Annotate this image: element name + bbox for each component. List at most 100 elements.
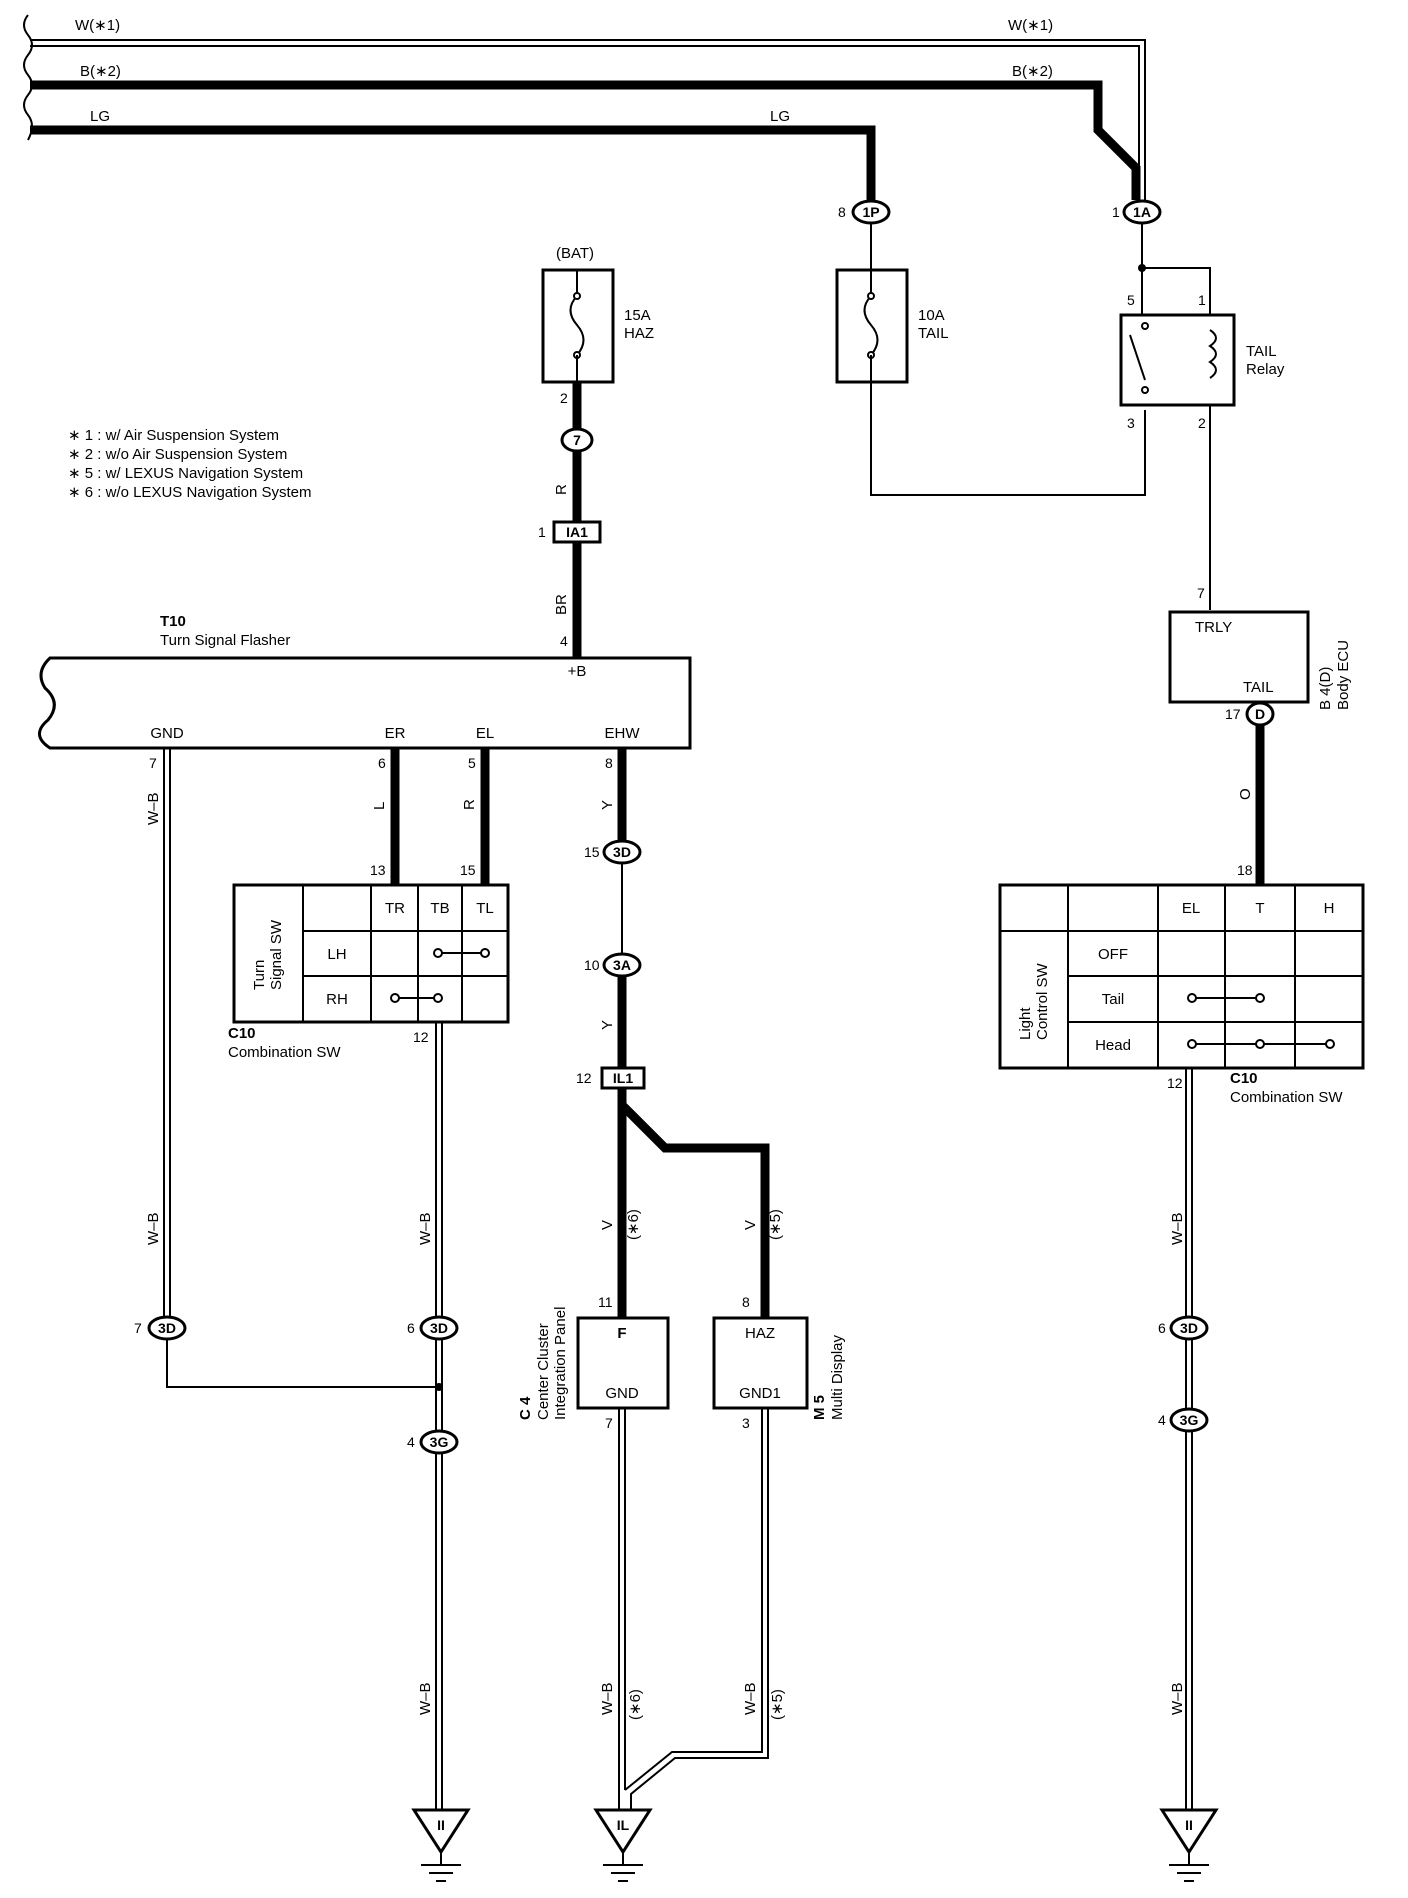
- ground-ii-right: [1159, 1808, 1219, 1882]
- pin-6-3d-right: 6: [1158, 1320, 1166, 1336]
- junction-dot: [435, 1383, 443, 1391]
- contact-dot: [433, 993, 443, 1003]
- wire-w-inner: [30, 45, 1140, 200]
- wire-label-y1: Y: [599, 800, 616, 810]
- t10-ehw: EHW: [605, 725, 641, 742]
- wire-label-b-left: B(∗2): [80, 63, 121, 80]
- c4-name-2: Integration Panel: [552, 1307, 569, 1420]
- ecu-pin-7: 7: [1197, 585, 1205, 601]
- c10-right-name: Combination SW: [1230, 1089, 1343, 1106]
- wire-label-star6-b: (∗6): [627, 1689, 644, 1720]
- turn-sw-col-tb: TB: [430, 900, 449, 917]
- contact-dot: [480, 948, 490, 958]
- wire-fuse-to-relay: [870, 382, 1146, 496]
- ground-il-label: IL: [617, 1817, 630, 1833]
- m5-haz: HAZ: [745, 1325, 775, 1342]
- t10-er: ER: [385, 725, 406, 742]
- relay-switch-arm: [1129, 334, 1146, 381]
- wire-label-v6: V: [599, 1220, 616, 1230]
- pin-3-m5: 3: [742, 1415, 750, 1431]
- contact-dot: [1325, 1039, 1335, 1049]
- note-4: ∗ 6 : w/o LEXUS Navigation System: [68, 484, 312, 501]
- connector-3d-y-label: 3D: [613, 844, 631, 860]
- light-sw-row-head: Head: [1095, 1037, 1131, 1054]
- c10-left-code: C10: [228, 1025, 256, 1042]
- ground-ii-left-label: II: [437, 1817, 445, 1833]
- pin-12-right: 12: [1167, 1075, 1183, 1091]
- c4-gnd: GND: [605, 1385, 639, 1402]
- fuse-10a-name: TAIL: [918, 325, 949, 342]
- pin-15-3d: 15: [584, 844, 600, 860]
- connector-3d-c10-label: 3D: [430, 1320, 448, 1336]
- wire-relay-coil-top: [1142, 267, 1211, 315]
- connector-3g-left-label: 3G: [430, 1434, 449, 1450]
- wire-label-w-right: W(∗1): [1008, 17, 1053, 34]
- fuse-10a-amp: 10A: [918, 307, 945, 324]
- turn-signal-switch: [232, 883, 510, 1024]
- wire-label-w-left: W(∗1): [75, 17, 120, 34]
- relay-pin-3: 3: [1127, 415, 1135, 431]
- pin-1-1a: 1: [1112, 204, 1120, 220]
- pin-12-il1: 12: [576, 1070, 592, 1086]
- pin-8-m5: 8: [742, 1294, 750, 1310]
- pin-12-c10: 12: [413, 1029, 429, 1045]
- pin-7-c4: 7: [605, 1415, 613, 1431]
- note-3: ∗ 5 : w/ LEXUS Navigation System: [68, 465, 303, 482]
- turn-signal-flasher: [38, 656, 692, 750]
- wire-gnd-join: [166, 1339, 439, 1388]
- relay-pin-2: 2: [1198, 415, 1206, 431]
- t10-el: EL: [476, 725, 494, 742]
- contact-dot: [390, 993, 400, 1003]
- turn-sw-row-rh: RH: [326, 991, 348, 1008]
- wire-label-br: BR: [553, 594, 570, 615]
- turn-sw-row-lh: LH: [327, 946, 346, 963]
- tail-relay-label-1: TAIL: [1246, 343, 1277, 360]
- multi-display: [712, 1316, 809, 1410]
- ecu-trly: TRLY: [1195, 619, 1232, 636]
- t10-code: T10: [160, 613, 186, 630]
- wire-label-b-right: B(∗2): [1012, 63, 1053, 80]
- connector-il1-label: IL1: [613, 1070, 633, 1086]
- pin-10-3a: 10: [584, 957, 600, 973]
- relay-contact: [1141, 386, 1149, 394]
- pin-4-3g-right: 4: [1158, 1412, 1166, 1428]
- pin-6-er: 6: [378, 755, 386, 771]
- pin-17: 17: [1225, 706, 1241, 722]
- pin-13: 13: [370, 862, 386, 878]
- connector-7: [560, 427, 594, 453]
- pin-6-3d: 6: [407, 1320, 415, 1336]
- note-1: ∗ 1 : w/ Air Suspension System: [68, 427, 279, 444]
- pin-7-gnd: 7: [149, 755, 157, 771]
- wire-label-o: O: [1237, 788, 1254, 800]
- pin-4-3g: 4: [407, 1434, 415, 1450]
- t10-gnd: GND: [150, 725, 184, 742]
- wire-label-wb-bottom-mid2: W–B: [742, 1682, 759, 1715]
- contact-dot: [1255, 993, 1265, 1003]
- connector-3d-right-label: 3D: [1180, 1320, 1198, 1336]
- light-sw-row-off: OFF: [1098, 946, 1128, 963]
- fuse-terminal: [573, 292, 581, 300]
- relay-pin-1: 1: [1198, 292, 1206, 308]
- light-sw-col-el: EL: [1182, 900, 1200, 917]
- t10-pb: +B: [568, 663, 587, 680]
- wire-wb-m5-b: [630, 1408, 769, 1810]
- pin-8-ehw: 8: [605, 755, 613, 771]
- light-control-switch: [998, 883, 1365, 1070]
- c4-f: F: [617, 1325, 626, 1342]
- connector-3d-right: [1169, 1315, 1209, 1341]
- pin-7-3d: 7: [134, 1320, 142, 1336]
- turn-sw-col-tl: TL: [476, 900, 494, 917]
- ground-il: [593, 1808, 653, 1882]
- wire-label-wb-bottom-right: W–B: [1169, 1682, 1186, 1715]
- c10-left-name: Combination SW: [228, 1044, 341, 1061]
- light-sw-title-1: Light: [1017, 1007, 1034, 1040]
- pin-2-fuse: 2: [560, 390, 568, 406]
- connector-1a-label: 1A: [1133, 204, 1151, 220]
- wire-b: [30, 80, 1141, 200]
- c4-code: C 4: [517, 1396, 534, 1420]
- m5-code: M 5: [811, 1395, 828, 1420]
- wire-wb-m5-a: [624, 1408, 763, 1791]
- wire-lg: [30, 125, 876, 200]
- note-2: ∗ 2 : w/o Air Suspension System: [68, 446, 287, 463]
